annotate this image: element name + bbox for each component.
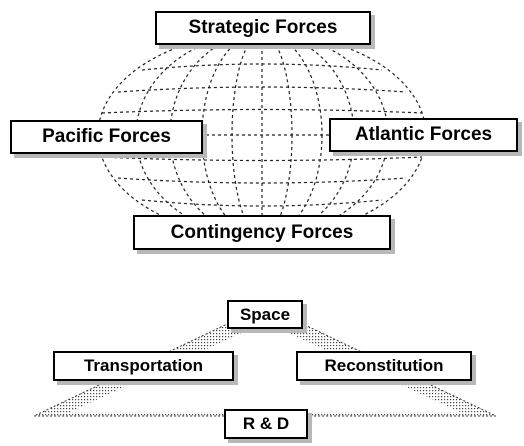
strategic-forces-label: Strategic Forces <box>155 11 371 45</box>
contingency-forces-label: Contingency Forces <box>133 215 391 250</box>
atlantic-forces-label: Atlantic Forces <box>329 118 518 152</box>
transportation-label: Transportation <box>53 351 234 381</box>
pacific-forces-label: Pacific Forces <box>10 120 203 154</box>
reconstitution-label: Reconstitution <box>296 351 472 381</box>
space-label: Space <box>227 300 303 329</box>
rd-label: R & D <box>224 409 308 439</box>
